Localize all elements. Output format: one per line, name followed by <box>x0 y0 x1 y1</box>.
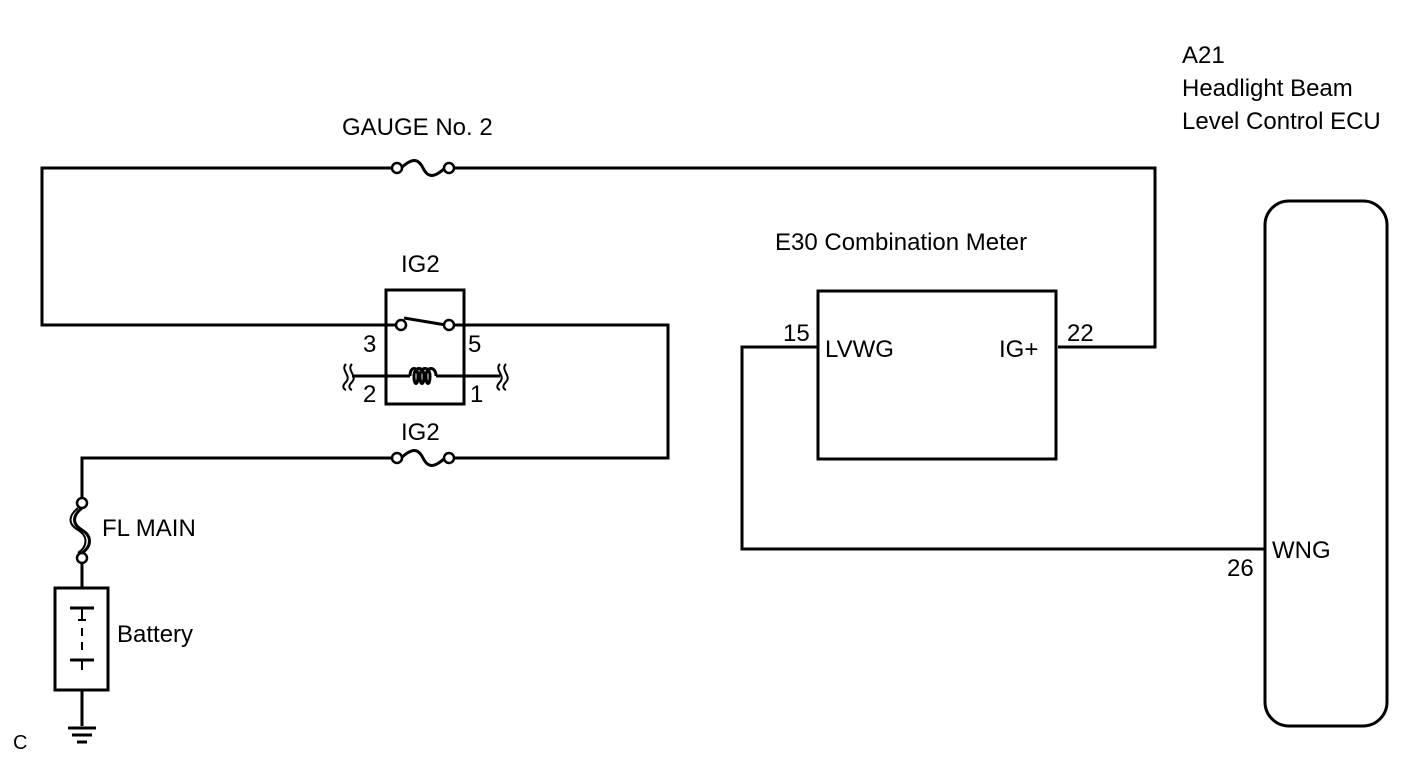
meter-pin-right-number: 22 <box>1067 320 1094 347</box>
relay-label: IG2 <box>401 251 440 278</box>
relay-pin-1: 1 <box>470 381 483 408</box>
relay-pin-5: 5 <box>468 331 481 358</box>
relay-pin-2: 2 <box>363 381 376 408</box>
ecu-name-line1: Headlight Beam <box>1182 75 1353 102</box>
corner-code: C <box>13 732 27 754</box>
ground-icon <box>68 726 96 744</box>
ig2-fuse <box>390 449 456 467</box>
meter-title: E30 Combination Meter <box>775 229 1027 256</box>
gauge-fuse-label: GAUGE No. 2 <box>342 114 493 141</box>
ig2-fuse-label: IG2 <box>401 419 440 446</box>
ecu-name-line2: Level Control ECU <box>1182 108 1381 135</box>
meter-pin-right-label: IG+ <box>999 336 1038 363</box>
headlight-ecu-box <box>1263 199 1389 728</box>
relay-pin-3: 3 <box>363 331 376 358</box>
battery-label: Battery <box>117 621 193 648</box>
fl-main-fusible-link <box>69 496 91 565</box>
ecu-code: A21 <box>1182 42 1225 69</box>
meter-pin-left-label: LVWG <box>825 336 894 363</box>
ig2-relay <box>342 288 509 406</box>
meter-pin-left-number: 15 <box>783 320 810 347</box>
combination-meter-box <box>816 289 1058 461</box>
wire-ig2-circuit <box>80 323 670 502</box>
ecu-pin-label: WNG <box>1272 537 1331 564</box>
gauge-fuse <box>390 159 456 177</box>
battery <box>53 586 110 692</box>
wire-lvwg-wng <box>740 345 1265 551</box>
wire-gauge-circuit <box>40 166 1157 349</box>
ecu-pin-number: 26 <box>1227 555 1254 582</box>
fl-main-label: FL MAIN <box>102 515 196 542</box>
